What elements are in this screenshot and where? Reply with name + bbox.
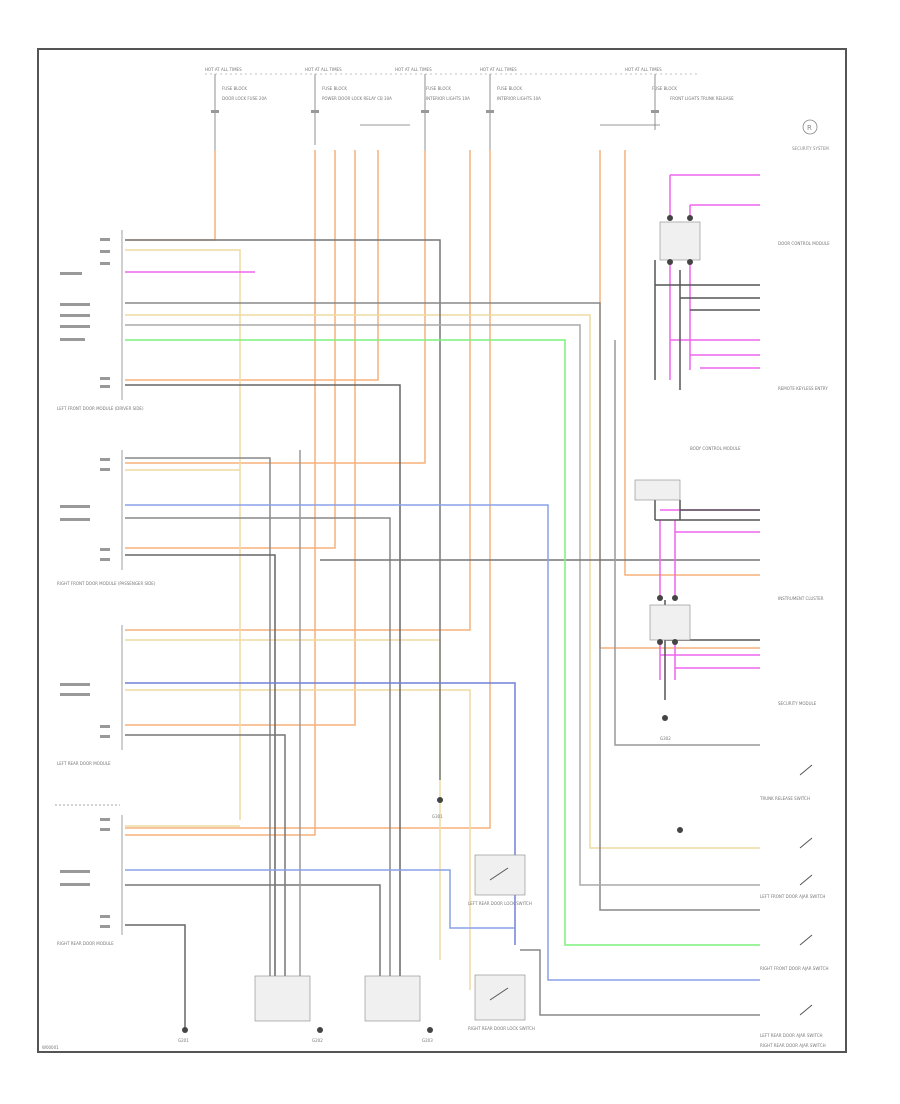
legend-symbol: R: [807, 124, 812, 132]
switch-labels: LEFT REAR DOOR LOCK SWITCH RIGHT REAR DO…: [468, 901, 535, 1031]
right-label-5: SECURITY MODULE: [778, 701, 817, 706]
wire-grey-10: [125, 924, 186, 1030]
ground-label-5: G302: [660, 736, 671, 741]
module-label-1: LEFT FRONT DOOR MODULE (DRIVER SIDE): [57, 406, 144, 411]
wire-tan-4: [125, 639, 441, 960]
wire-blue-2: [125, 682, 516, 945]
wire-grey-8: [125, 734, 286, 1010]
ground-labels: G201 G202 G203 G301 G302: [178, 736, 671, 1043]
diagram-border: [37, 48, 847, 1053]
fuse-3-sub: FUSE BLOCK: [426, 86, 451, 91]
fuse-1-top: HOT AT ALL TIMES: [205, 67, 242, 72]
wire-dark-pair-2: [654, 500, 760, 521]
module-labels: LEFT FRONT DOOR MODULE (DRIVER SIDE) RIG…: [57, 406, 156, 946]
ground-label-1: G201: [178, 1038, 189, 1043]
wire-magenta-4: [669, 260, 760, 380]
right-label-9: LEFT REAR DOOR AJAR SWITCH: [760, 1033, 823, 1038]
switch-label-1: LEFT REAR DOOR LOCK SWITCH: [468, 901, 532, 906]
connector-bottom-2: [364, 975, 421, 1022]
fuse-5-label: FRONT LIGHTS TRUNK RELEASE: [670, 96, 734, 101]
wire-orange-10: [624, 150, 760, 576]
right-label-7: LEFT FRONT DOOR AJAR SWITCH: [760, 894, 825, 899]
right-label-2: REMOTE KEYLESS ENTRY: [778, 386, 828, 391]
legend-label: SECURITY SYSTEM: [792, 146, 829, 151]
right-label-1: DOOR CONTROL MODULE: [778, 241, 830, 246]
fuse-1-label: DOOR LOCK FUSE 20A: [222, 96, 267, 101]
right-label-4: INSTRUMENT CLUSTER: [778, 596, 824, 601]
corner-code: W00001: [42, 1045, 59, 1050]
ground-label-4: G301: [432, 814, 443, 819]
right-label-6: TRUNK RELEASE SWITCH: [759, 796, 810, 801]
module-label-3: LEFT REAR DOOR MODULE: [57, 761, 111, 766]
pin-ticks-left: [60, 238, 110, 928]
wire-orange-1: [125, 150, 216, 241]
wire-tan-1: [125, 249, 241, 820]
wire-grey-6: [125, 517, 391, 1010]
fuse-1-sub: FUSE BLOCK: [222, 86, 247, 91]
fuse-2-label: POWER DOOR LOCK RELAY CB 30A: [322, 96, 392, 101]
wire-magenta-6: [659, 640, 760, 680]
connector-bottom-1: [254, 975, 311, 1022]
wire-magenta-2: [669, 174, 760, 220]
wire-grey-2: [125, 302, 760, 911]
wire-tan-2: [125, 314, 760, 849]
pin-dots: [182, 215, 693, 1033]
wire-magenta-5: [659, 509, 760, 600]
module-label-4: RIGHT REAR DOOR MODULE: [57, 941, 114, 946]
fuse-3-top: HOT AT ALL TIMES: [395, 67, 432, 72]
fuse-2-sub: FUSE BLOCK: [322, 86, 347, 91]
ground-label-3: G203: [422, 1038, 433, 1043]
right-labels: DOOR CONTROL MODULE REMOTE KEYLESS ENTRY…: [690, 241, 830, 1048]
fuse-4-top: HOT AT ALL TIMES: [480, 67, 517, 72]
module-brackets: [55, 230, 123, 935]
wire-grey-5: [125, 457, 271, 1010]
wire-grey-14: [520, 949, 760, 1016]
wire-orange-4: [125, 150, 356, 726]
security-system-legend: R SECURITY SYSTEM: [792, 119, 829, 151]
wire-orange-2: [125, 150, 316, 836]
wire-grey-4: [125, 384, 401, 1010]
fuse-2-top: HOT AT ALL TIMES: [305, 67, 342, 72]
fuse-row: HOT AT ALL TIMES HOT AT ALL TIMES HOT AT…: [205, 67, 734, 150]
ground-label-2: G202: [312, 1038, 323, 1043]
switch-left-rear: [474, 854, 526, 896]
fuse-4-label: INTERIOR LIGHTS 10A: [497, 96, 541, 101]
switch-right-rear: [474, 974, 526, 1021]
fuse-3-label: INTERIOR LIGHTS 10A: [426, 96, 470, 101]
wire-tan-5: [125, 689, 471, 990]
module-label-2: RIGHT FRONT DOOR MODULE (PASSENGER SIDE): [57, 581, 156, 586]
right-label-3: BODY CONTROL MODULE: [690, 446, 741, 451]
switch-label-2: RIGHT REAR DOOR LOCK SWITCH: [468, 1026, 535, 1031]
fuse-4-sub: FUSE BLOCK: [497, 86, 522, 91]
wire-grey-1: [125, 239, 441, 780]
wire-orange-3: [125, 150, 336, 549]
right-label-8: RIGHT FRONT DOOR AJAR SWITCH: [760, 966, 828, 971]
wire-grey-9: [125, 884, 381, 1010]
wire-layer: [125, 150, 760, 1030]
wire-grey-3: [125, 324, 760, 886]
switch-contacts: [489, 764, 813, 1016]
wire-grey-7: [125, 554, 276, 1010]
wire-magenta-3: [689, 204, 760, 220]
right-label-10: RIGHT REAR DOOR AJAR SWITCH: [760, 1043, 826, 1048]
connector-upper-right: [659, 221, 701, 261]
fuse-5-top: HOT AT ALL TIMES: [625, 67, 662, 72]
wire-orange-5: [125, 150, 379, 381]
wire-blue-3: [125, 869, 515, 929]
wire-blue-1: [125, 504, 760, 981]
connector-lower-right: [649, 604, 691, 641]
wire-dark-pair-1: [654, 260, 760, 390]
wire-grey-13: [614, 340, 760, 746]
wire-green: [125, 339, 760, 946]
wire-orange-6: [125, 150, 426, 464]
wire-orange-8: [125, 150, 471, 631]
legend-circle: [802, 119, 818, 135]
connector-mid-right: [634, 479, 681, 501]
fuse-5-sub: FUSE BLOCK: [652, 86, 677, 91]
connectors: [254, 221, 701, 1022]
wire-orange-7: [125, 150, 491, 829]
